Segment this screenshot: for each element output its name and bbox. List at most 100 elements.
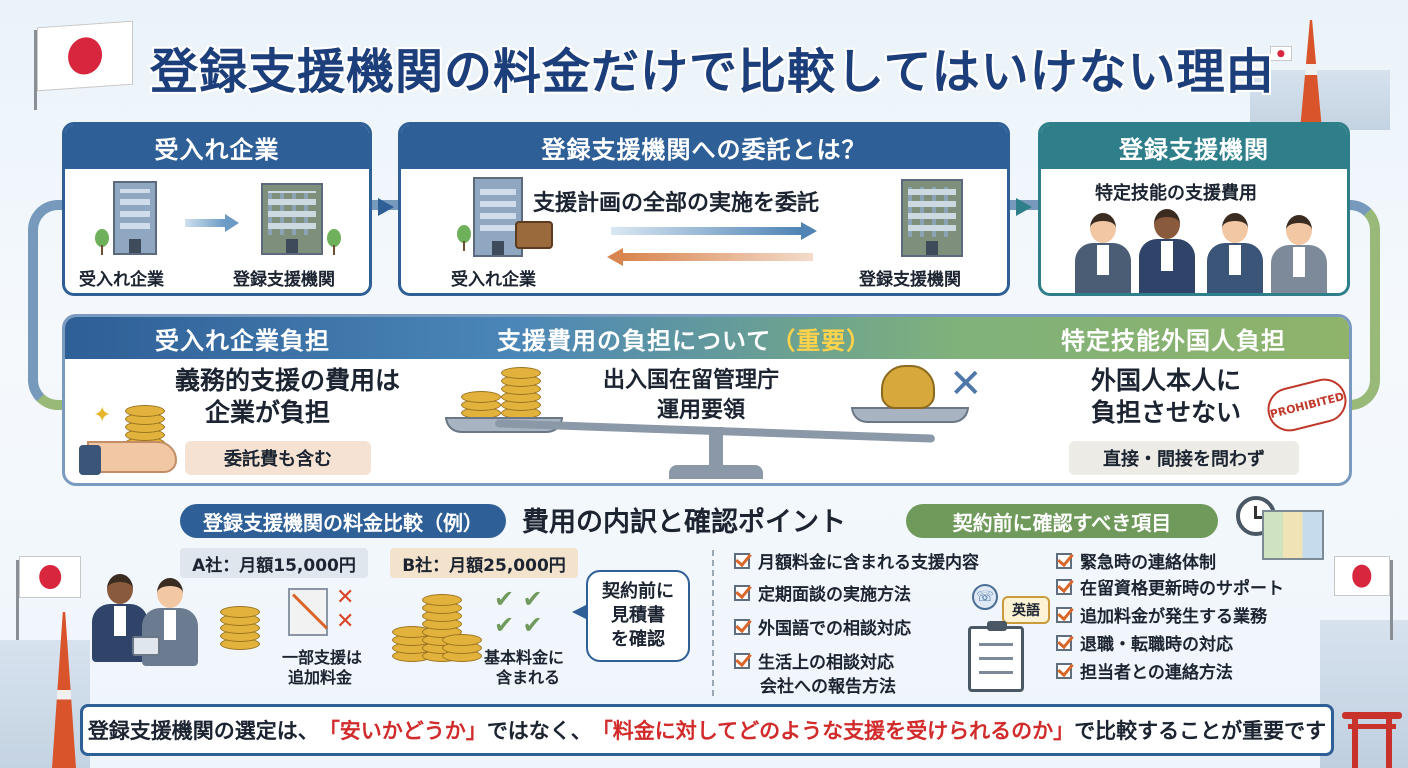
tablet-icon <box>132 636 160 656</box>
arrow-right-icon <box>611 227 801 235</box>
band-center-text-1: 出入国在留管理庁 <box>603 368 780 393</box>
panel-delegation: 登録支援機関への委託とは？ 支援計画の全部の実施を委託 受入れ企業 登録支援機関 <box>398 122 1010 296</box>
divider <box>712 550 714 696</box>
band-left-text-1: 義務的支援の費用は <box>175 366 401 395</box>
check-item-label: 定期面談の実施方法 <box>758 585 911 605</box>
prohibited-stamp: PROHIBITED <box>1262 373 1349 437</box>
checkbox-icon <box>1056 578 1072 595</box>
money-bag-icon <box>881 365 935 409</box>
cost-burden-band: 受入れ企業負担 支援費用の負担について（重要） 特定技能外国人負担 ✦ 義務的支… <box>62 314 1352 486</box>
tree-icon <box>457 225 471 251</box>
scale-pan-right-icon <box>851 407 969 423</box>
agency-building-icon <box>901 179 963 257</box>
check-item: 定期面談の実施方法 <box>734 580 911 605</box>
check-item-label: 在留資格更新時のサポート <box>1080 579 1284 599</box>
sleeve-icon <box>79 445 101 475</box>
plan-b-note-2: 含まれる <box>496 668 561 687</box>
tree-icon <box>95 229 109 255</box>
connector-arrow-2-icon <box>1016 198 1032 216</box>
checkbox-icon <box>734 652 750 669</box>
coin-stack-left-icon <box>461 365 551 421</box>
clipboard-icon <box>968 621 1024 692</box>
scale-base-icon <box>669 465 763 479</box>
check-item: 在留資格更新時のサポート <box>1056 574 1284 599</box>
conclusion-emphasis-1: 「安いかどうか」 <box>318 719 487 743</box>
conclusion-part-3: で比較することが重要です <box>1074 719 1327 743</box>
map-icon <box>1262 510 1324 560</box>
panel-company-header: 受入れ企業 <box>65 125 369 169</box>
check-item-label: 緊急時の連絡体制 <box>1080 553 1216 573</box>
coin-stack-b-icon <box>392 588 482 668</box>
conclusion-part-2: ではなく、 <box>486 719 592 743</box>
staff-avatar <box>1075 213 1131 293</box>
panel-delegation-caption: 支援計画の全部の実施を委託 <box>533 191 820 216</box>
check-item-continuation: 会社への報告方法 <box>760 677 896 697</box>
japan-flag-icon <box>37 20 133 92</box>
company-building-icon <box>113 181 157 255</box>
check-item: 生活上の相談対応 <box>734 648 894 673</box>
arrowhead-left-icon <box>607 248 623 266</box>
checkbox-icon <box>1056 634 1072 651</box>
check-item-label: 担当者との連絡方法 <box>1080 663 1233 683</box>
document-crossed-icon <box>288 588 329 636</box>
plan-a-note-1: 一部支援は <box>282 648 363 667</box>
check-item-label: 生活上の相談対応 <box>758 653 894 673</box>
check-item: 外国語での相談対応 <box>734 614 911 639</box>
connector-arrow-icon <box>378 198 394 216</box>
tag-checklist: 契約前に確認すべき項目 <box>906 504 1218 538</box>
skyline-right-bottom <box>1320 620 1408 768</box>
panel-agency: 登録支援機関 特定技能の支援費用 <box>1038 122 1350 296</box>
band-right-text-1: 外国人本人に <box>1091 366 1242 395</box>
band-left-header: 受入れ企業負担 <box>155 327 330 355</box>
checkbox-icon <box>1056 606 1072 623</box>
coin-stack-a-icon <box>220 600 264 650</box>
check-item-label: 外国語での相談対応 <box>758 619 911 639</box>
plan-a-note-2: 追加料金 <box>288 668 353 687</box>
panel-delegation-from-label: 受入れ企業 <box>451 270 536 290</box>
check-item-label: 退職・転職時の対応 <box>1080 635 1233 655</box>
check-item: 月額料金に含まれる支援内容 <box>734 548 979 573</box>
phone-icon: ☏ <box>972 584 998 610</box>
band-center-header: 支援費用の負担について（重要） <box>497 321 871 356</box>
band-left-text-2: 企業が負担 <box>205 398 331 427</box>
check-item-label: 追加料金が発生する業務 <box>1080 607 1267 627</box>
panel-delegation-to-label: 登録支援機関 <box>859 270 961 290</box>
check-item: 担当者との連絡方法 <box>1056 658 1233 683</box>
company-building-icon <box>473 177 523 257</box>
arrow-left-icon <box>623 253 813 261</box>
band-header: 受入れ企業負担 支援費用の負担について（重要） 特定技能外国人負担 <box>65 317 1349 359</box>
cross-icon: ✕ <box>949 361 983 407</box>
staff-avatar <box>1139 209 1195 293</box>
briefcase-icon <box>515 221 553 249</box>
flagpole-bottom-right <box>1390 560 1393 640</box>
check-item-label: 月額料金に含まれる支援内容 <box>758 553 979 573</box>
bubble-line-1: 契約前に <box>602 581 674 602</box>
agency-building-icon <box>261 183 323 255</box>
staff-avatar <box>1207 213 1263 293</box>
estimate-speech-bubble: 契約前に 見積書 を確認 <box>586 570 690 662</box>
tree-icon <box>327 229 341 255</box>
japan-flag-bottom-left-icon <box>19 556 81 598</box>
checkmark-group-icon: ✔ ✔✔ ✔ <box>494 585 543 639</box>
conclusion-emphasis-2: 「料金に対してどのような支援を受けられるのか」 <box>591 719 1075 743</box>
checkbox-icon <box>734 618 750 635</box>
plan-a-label: A社：月額15,000円 <box>180 548 368 578</box>
panel-company-from-label: 受入れ企業 <box>79 270 164 290</box>
torii-gate-icon <box>1342 712 1402 768</box>
arrowhead-icon <box>225 214 239 232</box>
cross-icon: ✕✕ <box>336 585 355 634</box>
flagpole-bottom-left <box>16 560 19 640</box>
arrowhead-right-icon <box>801 222 817 240</box>
page-title: 登録支援機関の料金だけで比較してはいけない理由 <box>150 44 1275 100</box>
band-center-header-text: 支援費用の負担について <box>497 327 772 355</box>
flagpole-top-left <box>34 30 37 110</box>
checkbox-icon <box>1056 552 1072 569</box>
conclusion-part-1: 登録支援機関の選定は、 <box>87 719 319 743</box>
checkbox-icon <box>734 552 750 569</box>
check-item: 退職・転職時の対応 <box>1056 630 1233 655</box>
section-title: 費用の内訳と確認ポイント <box>522 507 846 538</box>
panel-agency-header: 登録支援機関 <box>1041 125 1347 169</box>
checkbox-icon <box>734 584 750 601</box>
checkbox-icon <box>1056 662 1072 679</box>
plan-b-note-1: 基本料金に <box>484 648 565 667</box>
